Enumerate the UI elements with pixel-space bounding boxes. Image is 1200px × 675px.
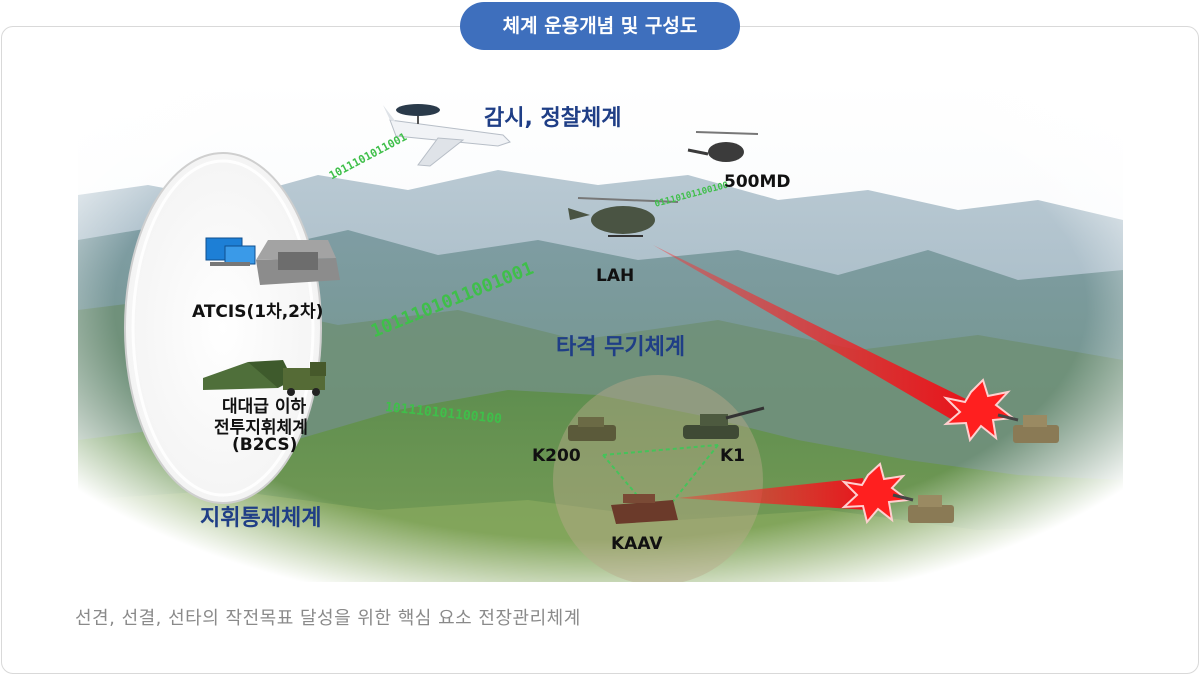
enemy-artillery-icon xyxy=(997,413,1059,443)
k200-label: K200 xyxy=(532,446,581,466)
operation-scene xyxy=(78,80,1123,582)
lah-label: LAH xyxy=(596,266,635,286)
explosion-icon xyxy=(841,462,911,525)
md500-helicopter-icon xyxy=(687,131,759,162)
kaav-vehicle-icon xyxy=(611,494,678,524)
kaav-label: KAAV xyxy=(611,534,663,554)
strike-beam-kaav xyxy=(678,478,868,510)
command-label: 지휘통제체계 xyxy=(200,506,322,531)
b2cs-equipment-icon xyxy=(203,360,326,396)
caption-text: 선견, 선결, 선타의 작전목표 달성을 위한 핵심 요소 전장관리체계 xyxy=(75,608,581,629)
surveillance-aircraft-icon xyxy=(383,104,511,167)
md500-label: 500MD xyxy=(724,172,791,192)
k1-label: K1 xyxy=(720,446,746,466)
atcis-label: ATCIS(1차,2차) xyxy=(192,302,324,322)
surveillance-label: 감시, 정찰체계 xyxy=(484,106,622,131)
section-title: 체계 운용개념 및 구성도 xyxy=(460,2,740,50)
explosion-icon xyxy=(942,378,1016,443)
enemy-artillery-icon xyxy=(892,493,954,523)
lah-helicopter-icon xyxy=(568,197,679,237)
k1-tank-icon xyxy=(683,406,765,439)
strike-beam-lah xyxy=(653,245,968,422)
b2cs-label-line3: (B2CS) xyxy=(232,435,298,455)
strike-label: 타격 무기체계 xyxy=(556,335,686,360)
atcis-equipment-icon xyxy=(205,237,340,285)
k200-vehicle-icon xyxy=(568,417,616,441)
b2cs-label-line1: 대대급 이하 xyxy=(222,397,307,417)
b2cs-label-line2: 전투지휘체계 xyxy=(214,418,308,438)
